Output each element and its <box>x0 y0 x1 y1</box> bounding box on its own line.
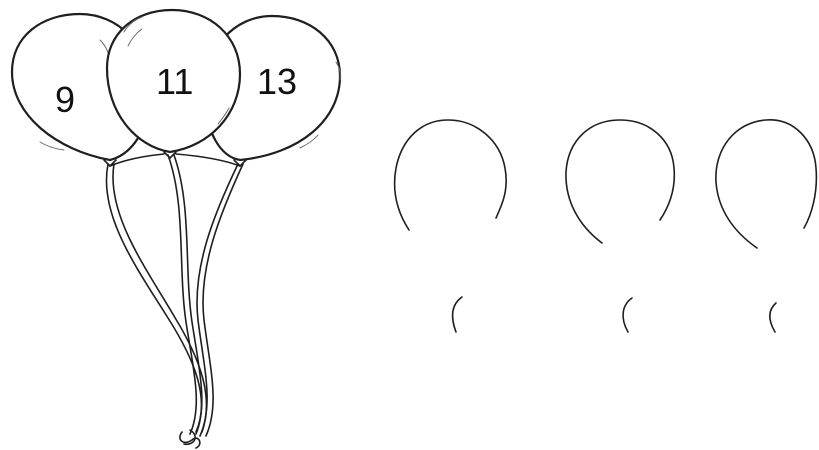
balloon-strings <box>105 154 244 449</box>
empty-balloon-1 <box>393 119 507 333</box>
balloon-number-9: 9 <box>55 79 76 120</box>
balloon-number-13: 13 <box>257 61 298 102</box>
empty-balloon-2 <box>565 119 676 333</box>
empty-balloon-3 <box>715 119 818 333</box>
balloon-11 <box>105 8 242 167</box>
balloon-number-11: 11 <box>156 61 194 102</box>
